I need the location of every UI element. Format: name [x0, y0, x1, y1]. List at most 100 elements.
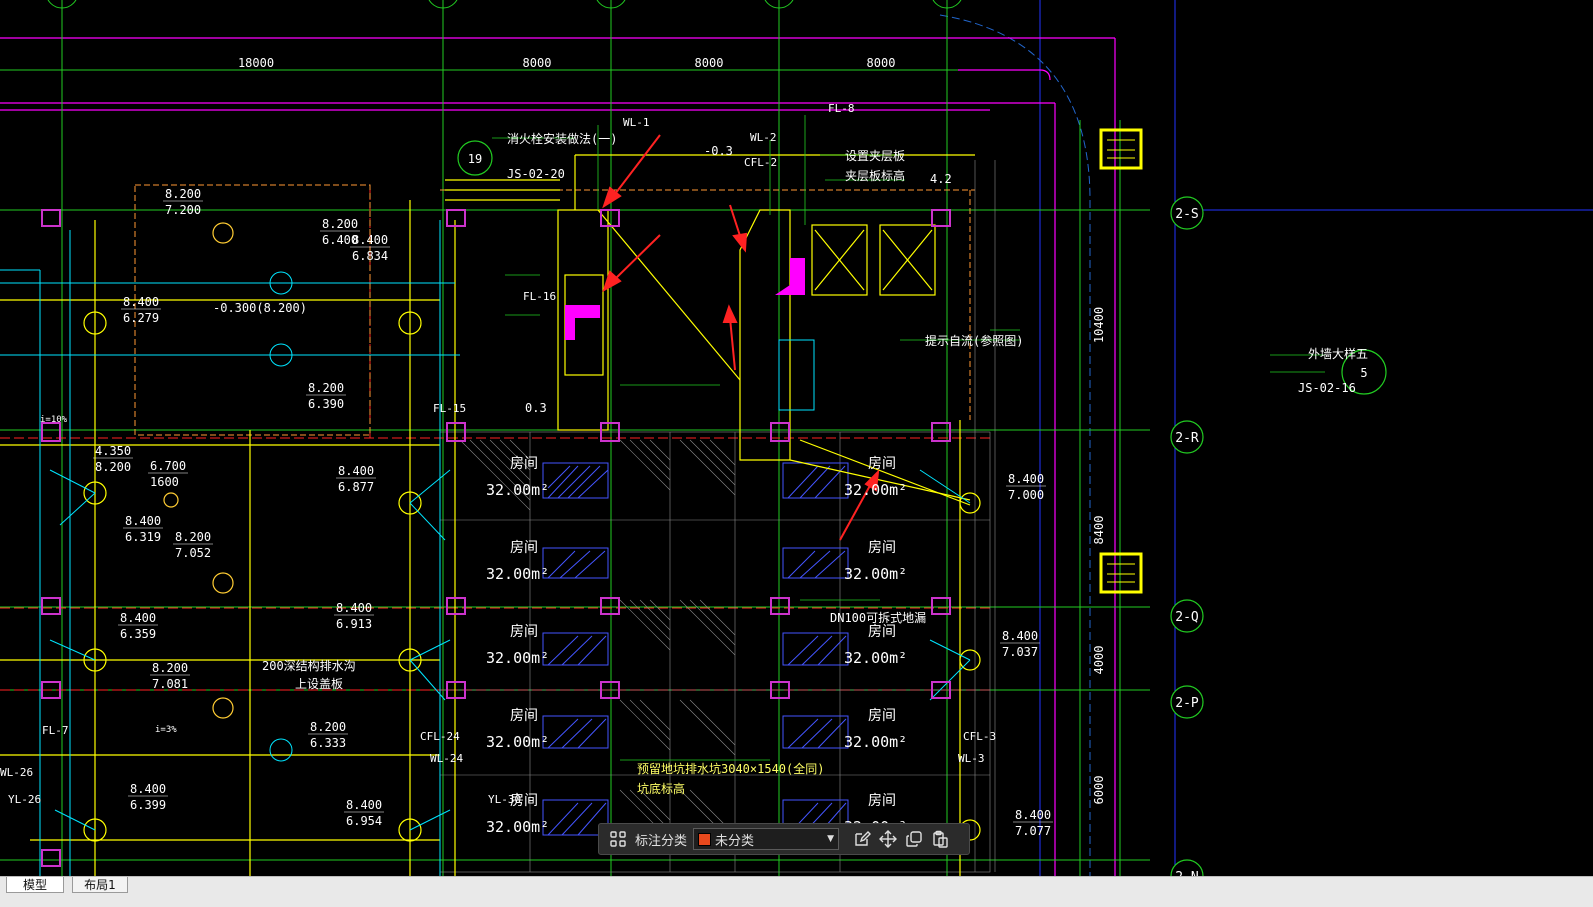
elevation-top: 8.400: [346, 798, 382, 812]
note-neg03: -0.3: [704, 144, 733, 158]
elevation-top: 8.400: [352, 233, 388, 247]
elevation-top: 8.400: [1008, 472, 1044, 486]
note-mezzanine: 设置夹层板: [845, 149, 905, 163]
layout-tab-bar: 模型 布局1: [0, 876, 1593, 907]
room-name: 房间: [868, 793, 896, 809]
room-boundaries: [134, 184, 975, 436]
elevation-top: 8.200: [322, 217, 358, 231]
room-name: 房间: [868, 456, 896, 472]
dim-right-3: 4000: [1092, 646, 1106, 675]
elevation-bottom: 6.877: [338, 480, 374, 494]
elevation-bottom: 6.359: [120, 627, 156, 641]
elevation-top: 8.200: [310, 720, 346, 734]
elevation-bottom: 6.913: [336, 617, 372, 631]
elevation-top: 8.200: [175, 530, 211, 544]
elevation-bottom: 6.319: [125, 530, 161, 544]
red-arrows: [602, 134, 880, 541]
axis-label-2p: 2-P: [1175, 696, 1199, 711]
pipe-tag-fl15: FL-15: [433, 402, 466, 415]
note-neg0300: -0.300(8.200): [213, 301, 307, 315]
room-area: 32.00m²: [486, 649, 549, 667]
note-storm: 200深结构排水沟: [262, 658, 356, 673]
note-elev03: 0.3: [525, 401, 547, 415]
elevation-top: 8.400: [1002, 629, 1038, 643]
axis-label-2q: 2-Q: [1175, 610, 1199, 625]
note-hint-drain: 提示自流(参照图): [925, 333, 1023, 348]
elevation-labels: 8.2007.2008.2006.4008.4006.8348.4006.279…: [93, 187, 1053, 838]
note-drain-pit-elev: 坑底标高: [637, 781, 685, 796]
room-area: 32.00m²: [844, 481, 907, 499]
elevation-bottom: 8.200: [95, 460, 131, 474]
elevation-top: 8.400: [120, 611, 156, 625]
tab-layout1[interactable]: 布局1: [72, 877, 128, 893]
elevation-top: 8.400: [338, 464, 374, 478]
pipe-tag-fl7: FL-7: [42, 724, 69, 737]
note-mezzanine-elev: 夹层板标高: [845, 168, 905, 183]
elevation-bottom: 7.037: [1002, 645, 1038, 659]
pipe-tag-wl2: WL-2: [750, 131, 777, 144]
room-area: 32.00m²: [844, 649, 907, 667]
elevation-top: 4.350: [95, 444, 131, 458]
riser-boxes: [1099, 128, 1143, 594]
elevation-bottom: 7.000: [1008, 488, 1044, 502]
dim-right-4: 6000: [1092, 776, 1106, 805]
pipe-tag-wl3: WL-3: [958, 752, 985, 765]
yellow-pipes: [0, 154, 981, 887]
room-name: 房间: [510, 540, 538, 556]
pipe-tag-cfl3: CFL-3: [963, 730, 996, 743]
elevation-bottom: 6.834: [352, 249, 388, 263]
room-name: 房间: [510, 624, 538, 640]
cad-drawing-canvas[interactable]: 2-S 2-R 2-Q 2-P 2-N 18000 8000 8000 8000…: [0, 0, 1593, 887]
room-area: 32.00m²: [486, 565, 549, 583]
elevation-bottom: 7.077: [1015, 824, 1051, 838]
ref-top-num: 19: [468, 152, 482, 166]
elevation-top: 8.400: [123, 295, 159, 309]
fire-hydrant-note: 消火栓安装做法(一): [507, 131, 617, 146]
pit-grid: [439, 160, 996, 873]
note-floor-drain: DN100可拆式地漏: [830, 610, 926, 625]
dim-top-1: 18000: [238, 56, 274, 70]
room-name: 房间: [510, 793, 538, 809]
edit-icon[interactable]: [849, 826, 875, 852]
axis-grid: [0, 0, 1150, 887]
pipe-tag-wl26: WL-26: [0, 766, 33, 779]
category-value: 未分类: [715, 833, 755, 849]
dim-top-2: 8000: [523, 56, 552, 70]
ref-top-code: JS-02-20: [507, 167, 565, 181]
move-icon[interactable]: [875, 826, 901, 852]
annotation-toolbar: 标注分类 未分类 ▼: [598, 823, 970, 855]
room-area: 32.00m²: [844, 733, 907, 751]
dim-right-1: 10400: [1092, 307, 1106, 343]
riser-box-hatch: [1107, 139, 1135, 583]
elevation-top: 8.400: [130, 782, 166, 796]
room-area: 32.00m²: [486, 818, 549, 836]
pipe-tag-fl16: FL-16: [523, 290, 556, 303]
room-name: 房间: [510, 456, 538, 472]
elevation-bottom: 7.081: [152, 677, 188, 691]
pipe-tag-wl1: WL-1: [623, 116, 650, 129]
ref-right-code: JS-02-16: [1298, 381, 1356, 395]
paste-icon[interactable]: [927, 826, 953, 852]
grid-icon[interactable]: [605, 826, 631, 852]
elevation-bottom: 6.399: [130, 798, 166, 812]
column-markers: [41, 209, 951, 867]
elevation-bottom: 6.390: [308, 397, 344, 411]
elevation-top: 6.700: [150, 459, 186, 473]
cyan-pipes: [0, 220, 971, 887]
drawing-frame: [939, 0, 1593, 887]
note-drain-pit: 预留地坑排水坑3040×1540(全同): [637, 761, 824, 776]
chevron-down-icon: ▼: [827, 834, 835, 844]
note-manhole: 上设盖板: [295, 677, 343, 691]
tab-model[interactable]: 模型: [6, 877, 64, 893]
annotation-category-label: 标注分类: [635, 833, 688, 849]
elevation-top: 8.400: [336, 601, 372, 615]
annotation-category-select[interactable]: 未分类 ▼: [693, 828, 840, 850]
copy-icon[interactable]: [901, 826, 927, 852]
dim-right-2: 8400: [1092, 516, 1106, 545]
pipe-tag-yl30: YL-30: [488, 793, 521, 806]
exterior-wall-detail: 外墙大样五: [1308, 346, 1368, 361]
room-name: 房间: [868, 624, 896, 640]
elevation-top: 8.200: [308, 381, 344, 395]
elevation-bottom: 7.052: [175, 546, 211, 560]
room-area: 32.00m²: [486, 733, 549, 751]
